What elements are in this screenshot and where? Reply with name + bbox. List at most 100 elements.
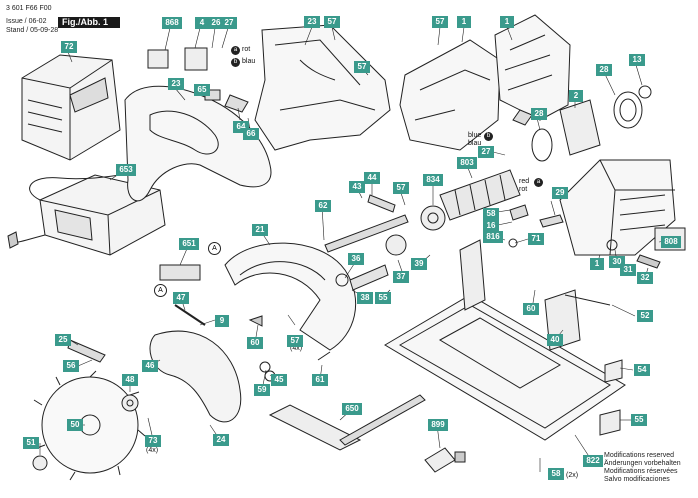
wire-marker-b: b	[231, 58, 240, 67]
part-label: 57	[354, 61, 370, 73]
part-label: 23	[168, 78, 184, 90]
part-label: 48	[122, 374, 138, 386]
part-label: 2	[569, 90, 583, 102]
armature-drawing	[439, 169, 521, 221]
part-label: 57	[324, 16, 340, 28]
part-label: 808	[661, 236, 681, 248]
doc-number: 3 601 F66 F00	[6, 5, 52, 12]
part-label: 66	[243, 128, 259, 140]
switch-drawing	[147, 47, 249, 113]
quantity-58: (2x)	[566, 472, 579, 479]
view-marker-a-left: A	[154, 284, 167, 297]
wire-marker-a2: a	[534, 178, 543, 187]
hardware-drawing	[67, 109, 661, 436]
part-label: 816	[483, 231, 503, 243]
wire-label-red: red	[519, 178, 530, 185]
battery-pack-drawing	[21, 54, 121, 161]
part-label: 4	[195, 17, 209, 29]
stand-date: Stand / 05-09-28	[6, 27, 59, 34]
part-label: 27	[478, 146, 494, 158]
part-label: 58	[548, 468, 564, 480]
issue-date: Issue / 06-02	[6, 18, 47, 25]
part-label: 61	[312, 374, 328, 386]
part-label: 650	[342, 403, 362, 415]
part-label: 50	[67, 419, 83, 431]
top-housing-drawing	[254, 24, 391, 151]
part-label: 40	[547, 334, 563, 346]
handle-drawing	[124, 85, 272, 202]
part-label: 54	[634, 364, 650, 376]
part-label: 58	[483, 208, 499, 220]
part-label: 60	[247, 337, 263, 349]
part-label: 62	[315, 200, 331, 212]
note-fr: Modifications réservées	[604, 468, 678, 475]
part-label: 899	[428, 419, 448, 431]
part-label: 23	[304, 16, 320, 28]
part-label: 57	[287, 335, 303, 347]
modifications-notes: Modifications reserved Änderungen vorbeh…	[604, 452, 681, 484]
part-label: 29	[552, 187, 568, 199]
quantity-57: (4x)	[290, 345, 303, 352]
note-de: Änderungen vorbehalten	[604, 460, 681, 467]
part-label: 73	[145, 435, 161, 447]
view-marker-a-top: A	[208, 242, 221, 255]
part-label: 24	[213, 434, 229, 446]
spindle-gear-drawing	[324, 205, 446, 291]
wire-label-blau2: blau	[468, 140, 482, 147]
wire-marker-b2: b	[484, 132, 493, 141]
wire-marker-a: a	[231, 46, 240, 55]
quantity-73: (4x)	[146, 447, 159, 454]
part-label: 45	[271, 374, 287, 386]
part-label: 27	[221, 17, 237, 29]
figure-label: Fig./Abb. 1	[58, 17, 120, 28]
part-label: 868	[162, 17, 182, 29]
wire-label-rot: rot	[242, 46, 251, 53]
part-label: 31	[620, 264, 636, 276]
part-label: 16	[483, 220, 499, 232]
wire-label-blue: blue	[468, 132, 482, 139]
part-label: 36	[348, 253, 364, 265]
part-label: 834	[423, 174, 443, 186]
saw-blade-drawing	[32, 370, 146, 481]
part-label: 60	[523, 303, 539, 315]
blade-guard-drawing	[224, 242, 357, 351]
part-label: 59	[254, 384, 270, 396]
part-label: 28	[531, 108, 547, 120]
part-label: 822	[583, 455, 603, 467]
part-label: 26	[208, 17, 224, 29]
part-label: 1	[457, 16, 471, 28]
part-label: 55	[631, 414, 647, 426]
part-label: 43	[349, 181, 365, 193]
part-label: 47	[173, 292, 189, 304]
part-label: 37	[393, 271, 409, 283]
part-label: 1	[590, 258, 604, 270]
part-label: 653	[116, 164, 136, 176]
part-label: 28	[596, 64, 612, 76]
part-label: 9	[215, 315, 229, 327]
part-label: 651	[179, 238, 199, 250]
part-label: 52	[637, 310, 653, 322]
part-label: 71	[528, 233, 544, 245]
part-label: 32	[637, 272, 653, 284]
motor-housing-halves-drawing	[399, 14, 571, 151]
part-label: 65	[194, 84, 210, 96]
wire-label-blau: blau	[242, 58, 256, 65]
part-label: 1	[500, 16, 514, 28]
lower-guard-drawing	[149, 330, 242, 423]
part-label: 38	[357, 292, 373, 304]
part-label: 72	[61, 41, 77, 53]
part-label: 57	[432, 16, 448, 28]
part-label: 39	[411, 258, 427, 270]
part-label: 55	[375, 292, 391, 304]
note-es: Salvo modificaciones	[604, 476, 670, 483]
parallel-guide-drawing	[268, 394, 426, 451]
part-label: 25	[55, 334, 71, 346]
part-label: 13	[629, 54, 645, 66]
base-plate-drawing	[384, 239, 626, 441]
part-label: 803	[457, 157, 477, 169]
part-label: 57	[393, 182, 409, 194]
part-label: 44	[364, 172, 380, 184]
part-label: 21	[252, 224, 268, 236]
part-label: 56	[63, 360, 79, 372]
